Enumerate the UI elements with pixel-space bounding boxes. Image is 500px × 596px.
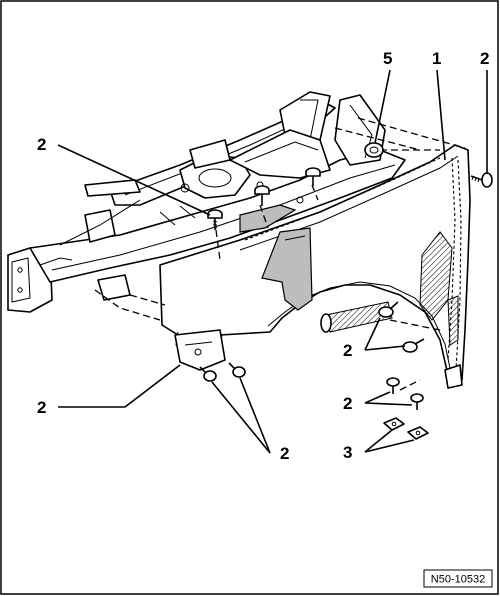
callout-2-arch: 2 <box>343 341 352 360</box>
bolt <box>207 209 223 230</box>
bolt <box>470 172 493 188</box>
clip-nut-group <box>383 417 429 440</box>
callout-2-lower-center: 2 <box>280 444 289 463</box>
bolt <box>378 301 399 318</box>
bolt <box>199 366 217 382</box>
callout-2-upper-left: 2 <box>37 135 46 154</box>
reference-code: N50-10532 <box>431 574 485 586</box>
leader-lines <box>57 69 488 454</box>
bolt <box>386 377 400 394</box>
callout-2-lower-right: 2 <box>343 394 352 413</box>
bolt <box>410 393 424 410</box>
callout-3: 3 <box>343 443 352 462</box>
bolt <box>305 167 321 186</box>
callout-5: 5 <box>383 49 392 68</box>
callout-1: 1 <box>432 49 441 68</box>
bolt <box>254 185 270 206</box>
callout-labels: 1 2 2 2 2 2 2 3 5 <box>37 49 489 463</box>
callout-2-lower-left: 2 <box>37 398 46 417</box>
fender-panel <box>159 144 471 389</box>
wheelhouse-insert <box>261 227 313 311</box>
callout-2-upper-right: 2 <box>480 49 489 68</box>
bolt <box>228 362 246 378</box>
reference-code-box: N50-10532 <box>423 569 493 588</box>
bolt <box>402 338 425 353</box>
assembly-lines <box>94 117 466 391</box>
arch-trim-strip <box>320 301 393 333</box>
spreader-nut <box>364 142 384 158</box>
